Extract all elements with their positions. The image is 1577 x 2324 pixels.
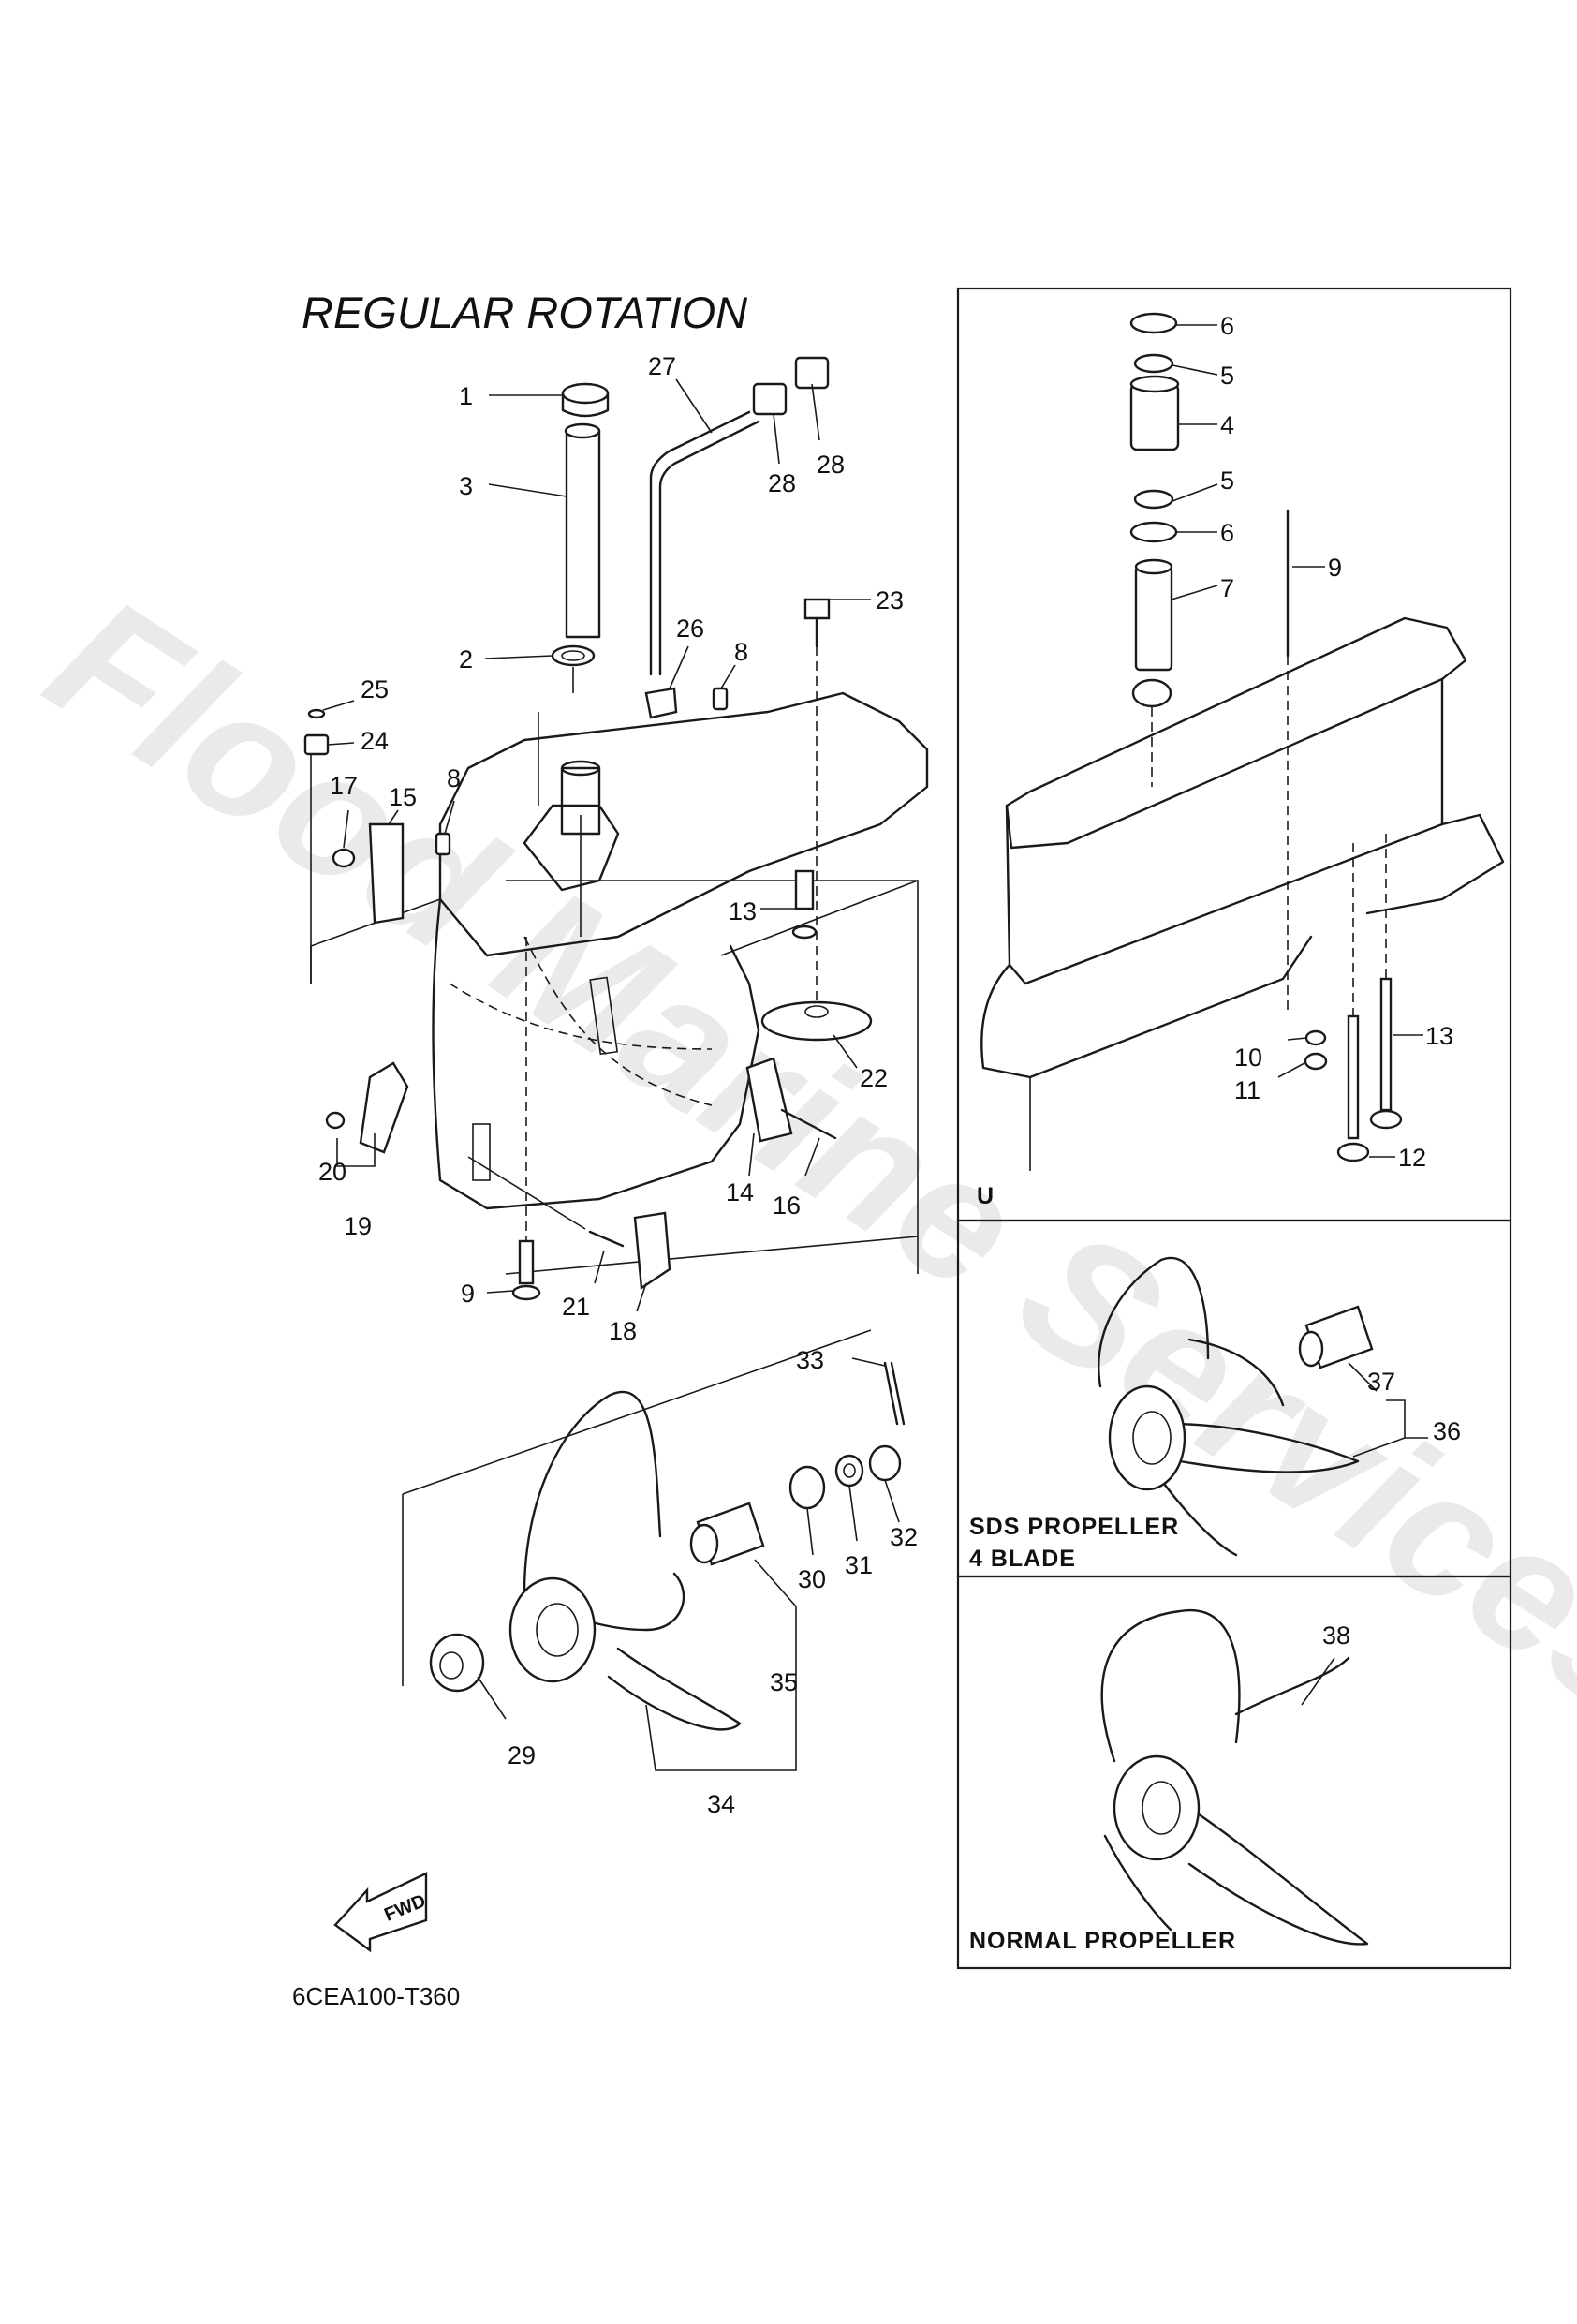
callout: 29	[508, 1741, 536, 1769]
callout: 16	[773, 1192, 801, 1220]
panel-sds-label: SDS PROPELLER	[969, 1514, 1179, 1540]
u-assembly	[980, 312, 1505, 1171]
fwd-arrow-icon: FWD	[333, 1872, 429, 1953]
callout: 18	[609, 1317, 637, 1345]
callout: 22	[860, 1064, 888, 1092]
callouts-u: 6 5 4 5 6 9 7 10 13 11 12	[1220, 312, 1453, 1172]
callout: 10	[1234, 1044, 1262, 1072]
callout: 15	[389, 783, 417, 811]
callout: 3	[459, 472, 473, 500]
callout: 9	[1328, 554, 1342, 582]
callout: 32	[890, 1523, 918, 1551]
lower-case-assembly	[303, 356, 929, 1771]
callout: 38	[1322, 1621, 1350, 1650]
callout: 8	[734, 638, 748, 666]
callout: 26	[676, 614, 704, 643]
callout: 6	[1220, 312, 1234, 340]
panel-sds-sublabel: 4 BLADE	[969, 1546, 1076, 1572]
leader-lines-u	[1171, 324, 1423, 1158]
normal-propeller	[1100, 1608, 1369, 1946]
callout: 8	[447, 764, 461, 792]
diagram-title: REGULAR ROTATION	[302, 288, 747, 337]
callout: 25	[361, 675, 389, 703]
callout: 30	[798, 1565, 826, 1593]
callout: 14	[726, 1178, 754, 1206]
callout: 7	[1220, 574, 1234, 602]
callout: 13	[729, 897, 757, 925]
callout: 27	[648, 352, 676, 380]
callout: 6	[1220, 519, 1234, 547]
callout: 36	[1433, 1417, 1461, 1445]
panel-u-label: U	[977, 1183, 995, 1209]
callout: 17	[330, 772, 358, 800]
callout: 21	[562, 1293, 590, 1321]
sds-propeller	[1098, 1256, 1428, 1557]
callout: 2	[459, 645, 473, 674]
callout: 12	[1398, 1144, 1426, 1172]
callout: 33	[796, 1346, 824, 1374]
callout: 28	[768, 469, 796, 497]
callout: 5	[1220, 466, 1234, 495]
callout: 37	[1367, 1368, 1395, 1396]
callout: 5	[1220, 362, 1234, 390]
leader-lines-main	[322, 378, 900, 1720]
callout: 23	[876, 586, 904, 614]
drawing-code: 6CEA100-T360	[292, 1982, 460, 2010]
callout: 34	[707, 1790, 735, 1818]
panel-normal	[956, 1575, 1512, 1970]
callout: 1	[459, 382, 473, 410]
callout: 31	[845, 1551, 873, 1579]
callout: 19	[344, 1212, 372, 1240]
callout: 13	[1425, 1022, 1453, 1050]
callout: 4	[1220, 411, 1234, 439]
callout: 20	[318, 1158, 346, 1186]
callout: 35	[770, 1668, 798, 1696]
panel-normal-label: NORMAL PROPELLER	[969, 1928, 1236, 1954]
callout: 24	[361, 727, 389, 755]
callout: 11	[1234, 1076, 1260, 1104]
callouts-main: 1 3 27 28 28 23 2 26 8 25 24 17 15 8 13 …	[318, 352, 918, 1818]
callout: 9	[461, 1280, 475, 1308]
callout: 28	[817, 451, 845, 479]
